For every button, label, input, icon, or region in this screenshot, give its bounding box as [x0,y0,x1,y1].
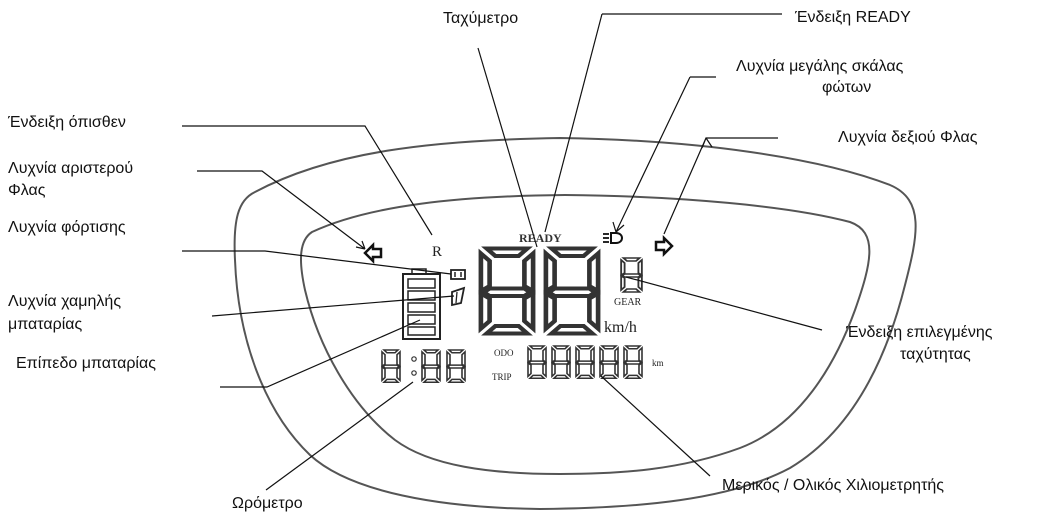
gear-text: GEAR [614,297,642,308]
label-high-beam-1: Λυχνία μεγάλης σκάλας [736,58,904,75]
speed-digit-2 [546,249,598,334]
reverse-letter: R [432,244,442,260]
label-battery-level: Επίπεδο μπαταρίας [16,355,156,372]
left-arrow-icon [363,241,383,265]
label-gear-2: ταχύτητας [900,346,971,363]
leader-speedometer [477,47,538,248]
hour-digit-3 [446,349,466,384]
label-low-battery-2: μπαταρίας [8,316,83,333]
trip-text: TRIP [492,372,512,382]
hour-digit-1 [381,349,401,384]
label-left-turn-1: Λυχνία αριστερού [8,160,134,177]
hour-colon-top [411,356,417,362]
label-ready-indicator: Ένδειξη READY [795,9,911,26]
km-text: km [652,358,664,368]
odo-digit-2 [551,345,571,380]
label-gear-1: Ένδειξη επιλεγμένης [846,324,993,341]
gear-digit [620,257,643,293]
speed-unit: km/h [604,319,637,336]
odo-digit-4 [599,345,619,380]
leader-hour-meter [265,381,414,491]
hour-digit-2 [421,349,441,384]
leader-left-turn [197,170,366,250]
leader-ready-2 [544,13,603,233]
ready-text: READY [519,231,562,245]
outer-frame [233,136,917,511]
label-high-beam-2: φώτων [822,79,872,96]
leader-low-battery [211,295,455,317]
charging-plug-icon [450,269,466,280]
label-right-turn: Λυχνία δεξιού Φλας [838,129,978,146]
leader-reverse [182,125,433,236]
leader-right-turn [663,137,778,235]
odo-digit-1 [527,345,547,380]
leader-charging [182,250,452,275]
label-left-turn-2: Φλας [8,182,46,199]
leader-battery-level [220,319,421,388]
label-speedometer: Ταχύμετρο [443,10,519,27]
leader-odometer [600,375,711,477]
inner-frame [300,193,871,476]
leader-gear [625,276,823,331]
label-low-battery-1: Λυχνία χαμηλής [8,293,122,310]
label-reverse: Ένδειξη όπισθεν [8,114,126,131]
odo-text: ODO [494,348,514,358]
label-charging: Λυχνία φόρτισης [8,219,126,236]
headlight-icon [603,232,623,244]
odo-digit-3 [575,345,595,380]
leader-highbeam-2 [612,76,691,233]
battery-icon [402,268,441,340]
right-arrow-icon [654,234,674,258]
odo-digit-5 [623,345,643,380]
label-odometer: Μερικός / Ολικός Χιλιομετρητής [722,477,945,494]
low-battery-icon [451,286,466,307]
hour-colon-bottom [411,370,417,376]
speed-digit-1 [481,249,533,334]
label-hour-meter: Ωρόμετρο [232,495,303,512]
